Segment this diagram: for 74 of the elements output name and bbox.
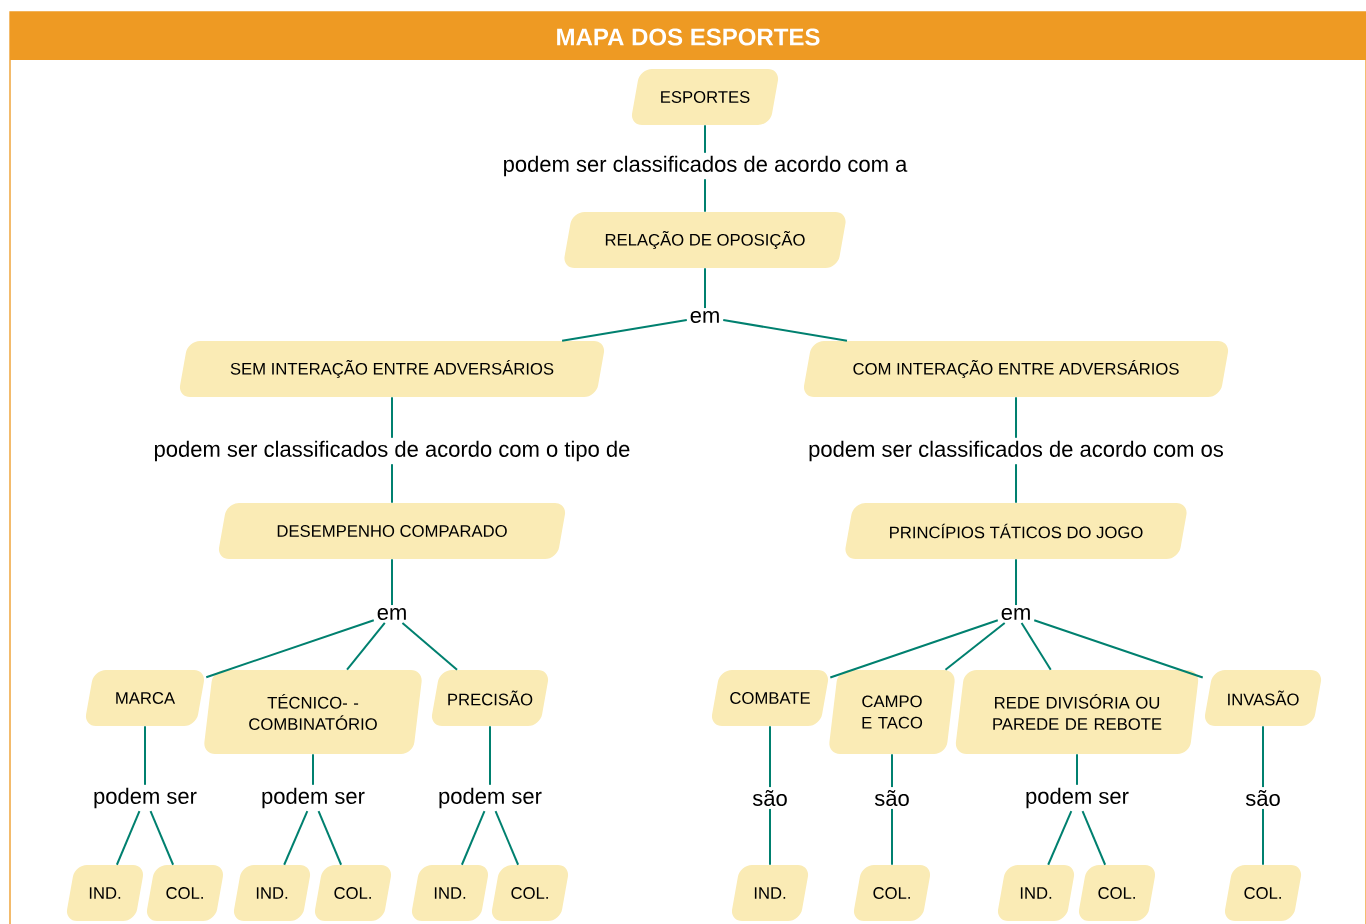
connector-line xyxy=(944,621,1006,671)
connector-line xyxy=(1076,753,1078,786)
concept-box: PRINCÍPIOS TÁTICOS DO JOGO xyxy=(845,503,1187,559)
concept-box: IND. xyxy=(731,865,809,921)
connector-line xyxy=(769,725,771,789)
linking-phrase: são xyxy=(874,790,909,806)
connector-line xyxy=(704,178,706,213)
concept-box: ESPORTES xyxy=(631,69,779,125)
concept-box: REDE DIVISÓRIA OU PAREDE DE REBOTE xyxy=(955,670,1199,754)
linking-phrase: são xyxy=(1245,790,1280,806)
connector-line xyxy=(144,725,146,786)
connector-line xyxy=(1020,621,1052,671)
concept-box: PRECISÃO xyxy=(431,670,549,726)
linking-phrase: podem ser classificados de acordo com os xyxy=(809,440,1223,462)
concept-box: IND. xyxy=(411,865,489,921)
connector-line xyxy=(494,810,520,866)
connector-line xyxy=(346,621,386,671)
connector-line xyxy=(1033,619,1204,679)
connector-line xyxy=(769,807,771,866)
connector-line xyxy=(391,396,393,439)
concept-box: MARCA xyxy=(85,670,205,726)
connector-line xyxy=(391,558,393,607)
linking-phrase: são xyxy=(752,790,787,806)
concept-box: RELAÇÃO DE OPOSIÇÃO xyxy=(564,212,846,268)
linking-phrase: em xyxy=(377,608,406,621)
concept-box: DESEMPENHO COMPARADO xyxy=(218,503,566,559)
connector-line xyxy=(149,810,175,866)
concept-box: SEM INTERAÇÃO ENTRE ADVERSÁRIOS xyxy=(179,341,605,397)
linking-phrase: em xyxy=(690,311,719,323)
concept-box: COM INTERAÇÃO ENTRE ADVERSÁRIOS xyxy=(803,341,1229,397)
concept-box: COMBATE xyxy=(711,670,829,726)
linking-phrase: podem ser xyxy=(1026,787,1129,809)
connector-line xyxy=(401,621,459,671)
connector-line xyxy=(1015,463,1017,504)
connector-line xyxy=(704,267,706,310)
linking-phrase: em xyxy=(1001,608,1030,621)
concept-box: TÉCNICO- -COMBINATÓRIO xyxy=(204,670,422,754)
connector-line xyxy=(115,810,141,866)
connector-line xyxy=(722,319,848,342)
connector-line xyxy=(829,619,999,679)
connector-line xyxy=(561,319,688,342)
concept-box: IND. xyxy=(66,865,144,921)
connector-line xyxy=(1015,558,1017,607)
connector-line xyxy=(1081,810,1107,866)
concept-box: IND. xyxy=(997,865,1075,921)
concept-box: COL. xyxy=(491,865,569,921)
concept-box: COL. xyxy=(853,865,931,921)
connector-line xyxy=(317,810,343,866)
concept-box: COL. xyxy=(146,865,224,921)
linking-phrase: podem ser xyxy=(439,787,542,809)
concept-box: COL. xyxy=(1078,865,1156,921)
connector-line xyxy=(489,725,491,786)
connector-line xyxy=(1047,810,1073,866)
concept-box: CAMPO E TACO xyxy=(829,670,955,754)
connector-line xyxy=(312,753,314,786)
connector-line xyxy=(1262,725,1264,789)
linking-phrase: podem ser classificados de acordo com o tipo de xyxy=(154,440,630,462)
connector-line xyxy=(205,619,375,679)
concept-box: COL. xyxy=(314,865,392,921)
concept-box: INVASÃO xyxy=(1204,670,1322,726)
linking-phrase: podem ser xyxy=(262,787,365,809)
concept-box: COL. xyxy=(1224,865,1302,921)
concept-box: IND. xyxy=(233,865,311,921)
connector-line xyxy=(283,810,309,866)
linking-phrase: podem ser classificados de acordo com a xyxy=(504,155,908,177)
connector-line xyxy=(460,810,486,866)
connector-line xyxy=(1015,396,1017,439)
connector-line xyxy=(391,463,393,504)
connector-line xyxy=(704,124,706,154)
title-banner: MAPA DOS ESPORTES xyxy=(10,12,1366,60)
linking-phrase: podem ser xyxy=(94,787,197,809)
connector-line xyxy=(891,753,893,789)
connector-line xyxy=(891,807,893,866)
connector-line xyxy=(1262,807,1264,866)
